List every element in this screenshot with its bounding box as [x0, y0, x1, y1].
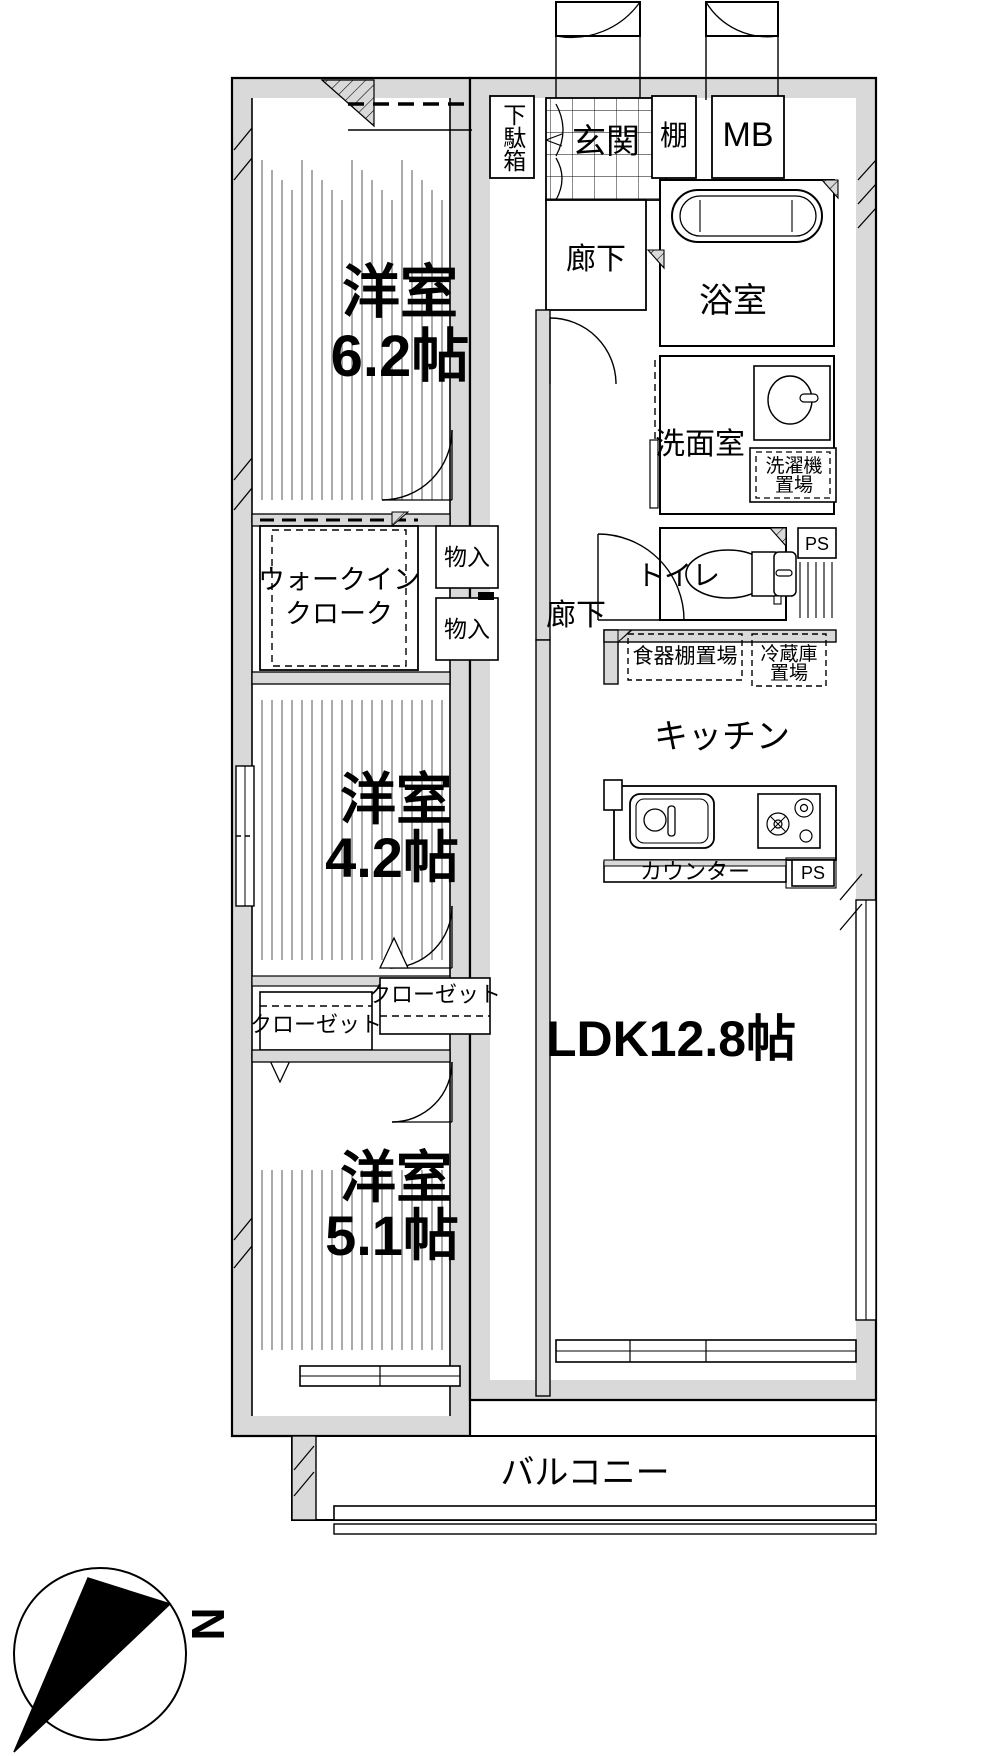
wall-structure: [230, 76, 878, 1438]
compass-rose: [13, 1567, 187, 1753]
ldk-zone: [535, 159, 877, 1397]
sanitary-zone: [597, 179, 839, 621]
left-rooms: [233, 98, 499, 1416]
kitchen-zone: [603, 629, 837, 889]
entrance-zone: [320, 1, 785, 311]
balcony-zone: [291, 1400, 877, 1535]
